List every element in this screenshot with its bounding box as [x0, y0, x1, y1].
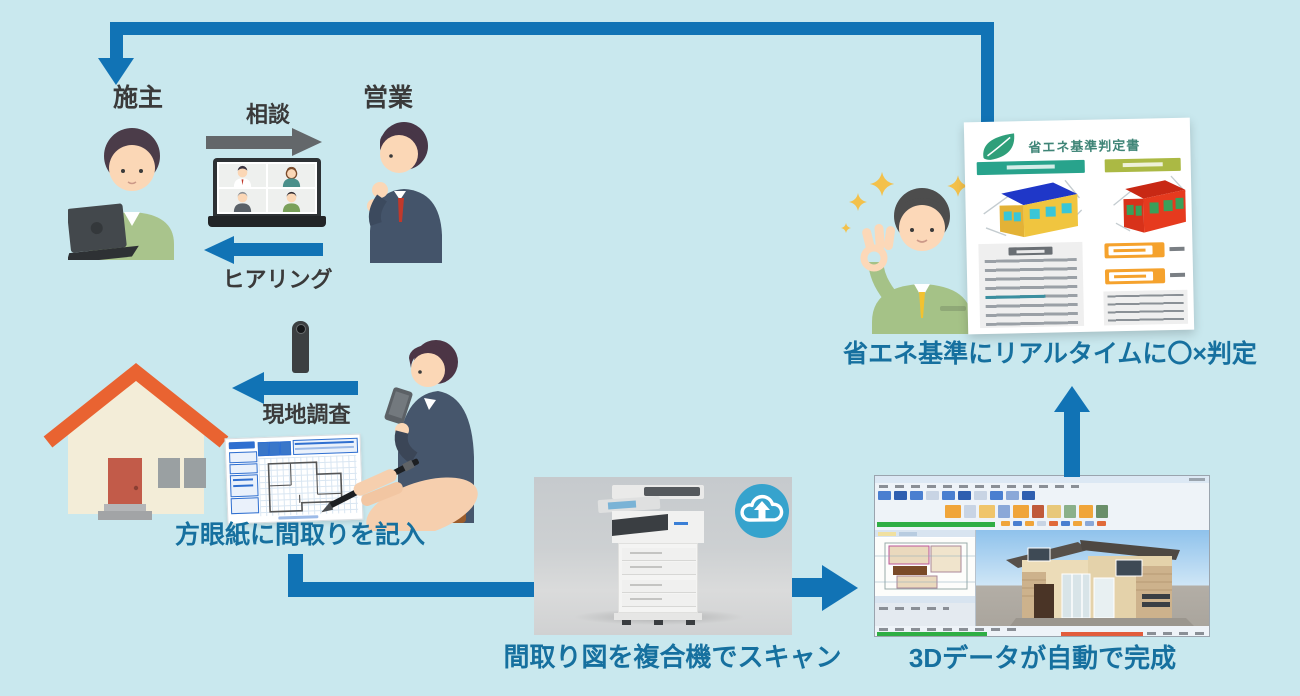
judgement-document: 省エネ基準判定書 [963, 117, 1195, 335]
multifunction-printer [592, 485, 722, 625]
laptop-base [208, 216, 326, 227]
client-label: 施主 [112, 84, 163, 112]
text-lines-placeholder [984, 258, 1079, 326]
hearing-arrow-label: ヒアリング [222, 267, 333, 292]
laptop-screen [213, 158, 321, 218]
camera-360-icon [292, 321, 309, 373]
cad-3d-viewport [976, 530, 1209, 626]
sales-person-illustration [367, 122, 442, 263]
doc-left-column-header [976, 159, 1085, 176]
arrow-head-right [292, 128, 322, 156]
cad-toolbar-row2 [945, 505, 1108, 518]
leaf-logo-icon [983, 133, 1015, 160]
survey-caption: 方眼紙に間取りを記入 [174, 521, 425, 549]
video-tile-man-green [268, 189, 315, 212]
judgement-caption: 省エネ基準にリアルタイムに〇×判定 [843, 340, 1257, 368]
arrow-segment [110, 22, 994, 35]
cloud-upload-icon [735, 484, 789, 538]
doc-result-row [1104, 242, 1165, 259]
cad-progress-bar [877, 522, 995, 527]
house-illustration [43, 363, 229, 520]
survey-arrow-label: 現地調査 [262, 402, 351, 427]
doc-right-column-header [1104, 157, 1181, 173]
arrow-segment [110, 22, 123, 58]
video-tile-man-gray [219, 189, 266, 212]
arrow-head-left [204, 236, 234, 264]
ok-hand [860, 223, 896, 272]
client-person-illustration [68, 128, 174, 260]
doc-result-row [1104, 268, 1166, 285]
video-tile-man-red-tie [219, 164, 266, 187]
video-tile-woman-teal [268, 164, 315, 187]
hand-with-pen-illustration [321, 458, 478, 531]
worker-ok-illustration [841, 172, 988, 334]
arrow-head-down [98, 58, 134, 85]
arrow-segment [981, 22, 994, 122]
video-call-laptop [208, 158, 326, 228]
cad-toolbar-row1 [878, 491, 1035, 500]
doc-model-blue-roof [983, 179, 1083, 238]
sales-label: 営業 [362, 84, 413, 112]
cad-software-screenshot [874, 475, 1210, 637]
doc-notes-panel [1103, 289, 1189, 326]
cad-floorplan-panel [875, 530, 976, 626]
doc-model-red [1113, 175, 1186, 233]
consult-arrow-label: 相談 [245, 102, 290, 127]
text-lines-placeholder [1107, 293, 1185, 324]
scan-caption: 間取り図を複合機でスキャン [503, 642, 842, 672]
cad-caption: 3Dデータが自動で完成 [908, 643, 1177, 673]
judgement-document-title: 省エネ基準判定書 [1028, 137, 1141, 156]
arrow-head-right [822, 565, 858, 611]
arrow-head-left [232, 372, 264, 404]
doc-spec-panel [978, 241, 1085, 329]
arrow-head-up [1054, 386, 1090, 412]
